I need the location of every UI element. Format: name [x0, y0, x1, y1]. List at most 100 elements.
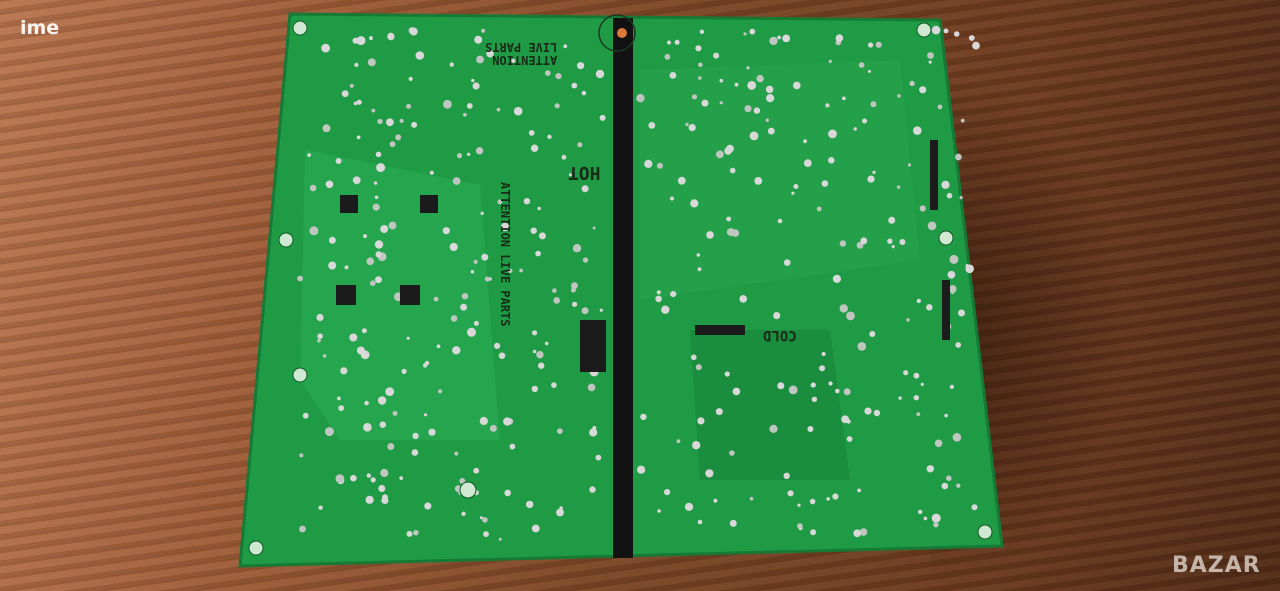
solder-joint — [361, 328, 367, 334]
label-hot: HOT — [568, 162, 601, 183]
solder-joint — [374, 240, 384, 249]
solder-joint — [835, 388, 840, 394]
solder-joint — [380, 225, 389, 233]
solder-joint — [713, 52, 720, 59]
solder-joint — [367, 58, 376, 67]
solder-joint — [568, 173, 572, 177]
solder-joint — [519, 268, 523, 273]
solder-joint — [835, 34, 844, 42]
solder-joint — [953, 31, 960, 37]
solder-joint — [356, 346, 365, 355]
solder-joint — [369, 36, 373, 41]
solder-joint — [528, 130, 535, 136]
solder-joint — [943, 28, 949, 34]
solder-joint — [581, 185, 589, 193]
solder-joint — [819, 365, 826, 372]
solder-joint — [452, 346, 461, 355]
solder-joint — [536, 351, 544, 359]
solder-joint — [479, 416, 488, 426]
solder-joint — [413, 529, 419, 536]
solder-joint — [473, 467, 480, 474]
solder-joint — [948, 285, 957, 294]
solder-joint — [302, 412, 309, 419]
solder-joint — [670, 196, 674, 201]
solder-joint — [701, 99, 709, 107]
solder-joint — [377, 396, 387, 405]
solder-joint — [783, 472, 790, 479]
solder-joint — [810, 529, 817, 536]
solder-joint — [946, 475, 952, 482]
solder-joint — [933, 522, 939, 528]
solder-joint — [456, 153, 463, 159]
solder-joint — [481, 253, 489, 261]
solder-joint — [459, 478, 466, 484]
solder-joint — [577, 142, 583, 148]
solder-joint — [873, 409, 881, 417]
solder-joint — [322, 354, 327, 358]
solder-joint — [424, 413, 428, 417]
solder-joint — [766, 94, 775, 103]
solder-joint — [582, 257, 589, 263]
solder-joint — [473, 259, 478, 264]
solder-joint — [554, 103, 560, 109]
solder-joint — [923, 516, 928, 521]
solder-joint — [749, 28, 756, 35]
solder-joint — [479, 516, 483, 520]
solder-joint — [944, 413, 948, 418]
solder-joint — [322, 124, 331, 133]
solder-joint — [927, 52, 934, 59]
solder-joint — [811, 396, 818, 402]
solder-joint — [832, 493, 839, 500]
solder-joint — [684, 502, 694, 511]
solder-joint — [472, 82, 480, 90]
solder-joint — [690, 199, 699, 208]
solder-joint — [497, 199, 503, 205]
solder-joint — [796, 523, 803, 529]
solder-joint — [374, 276, 382, 284]
solder-joint — [859, 528, 868, 536]
solder-joint — [816, 206, 822, 212]
solder-joint — [335, 158, 342, 164]
solder-joint — [669, 72, 677, 79]
solder-joint — [411, 449, 419, 456]
solder-joint — [949, 254, 959, 264]
solder-joint — [352, 176, 361, 185]
solder-joint — [656, 290, 661, 295]
solder-joint — [553, 297, 560, 304]
solder-joint — [460, 303, 468, 311]
solder-joint — [555, 73, 562, 80]
solder-joint — [353, 101, 358, 106]
solder-joint — [415, 51, 425, 60]
solder-joint — [825, 103, 830, 108]
warning-line-2: LIVE PARTS — [485, 40, 558, 54]
solder-joint — [896, 185, 901, 189]
solder-joint — [797, 503, 801, 507]
solder-joint — [385, 387, 395, 396]
solder-joint — [454, 451, 459, 456]
solder-joint — [482, 517, 488, 523]
solder-joint — [571, 82, 578, 89]
solder-joint — [946, 192, 953, 199]
solder-joint — [387, 32, 395, 41]
solder-joint — [309, 226, 319, 236]
solder-joint — [544, 341, 549, 346]
solder-joint — [821, 180, 829, 187]
solder-joint — [378, 485, 386, 492]
solder-joint — [317, 333, 323, 340]
solder-joint — [846, 311, 855, 321]
solder-joint — [532, 349, 537, 354]
solder-joint — [449, 62, 454, 67]
solder-joint — [366, 473, 371, 478]
solder-joint — [538, 362, 545, 369]
solder-joint — [470, 270, 475, 274]
solder-joint — [341, 90, 349, 98]
solder-joint — [809, 498, 816, 505]
solder-joint — [636, 94, 645, 103]
solder-joint — [406, 336, 410, 340]
solder-joint — [810, 382, 816, 388]
solder-joint — [307, 153, 311, 158]
solder-joint — [316, 313, 324, 322]
solder-joint — [715, 408, 723, 416]
solder-joint — [931, 513, 941, 523]
solder-joint — [807, 426, 814, 432]
